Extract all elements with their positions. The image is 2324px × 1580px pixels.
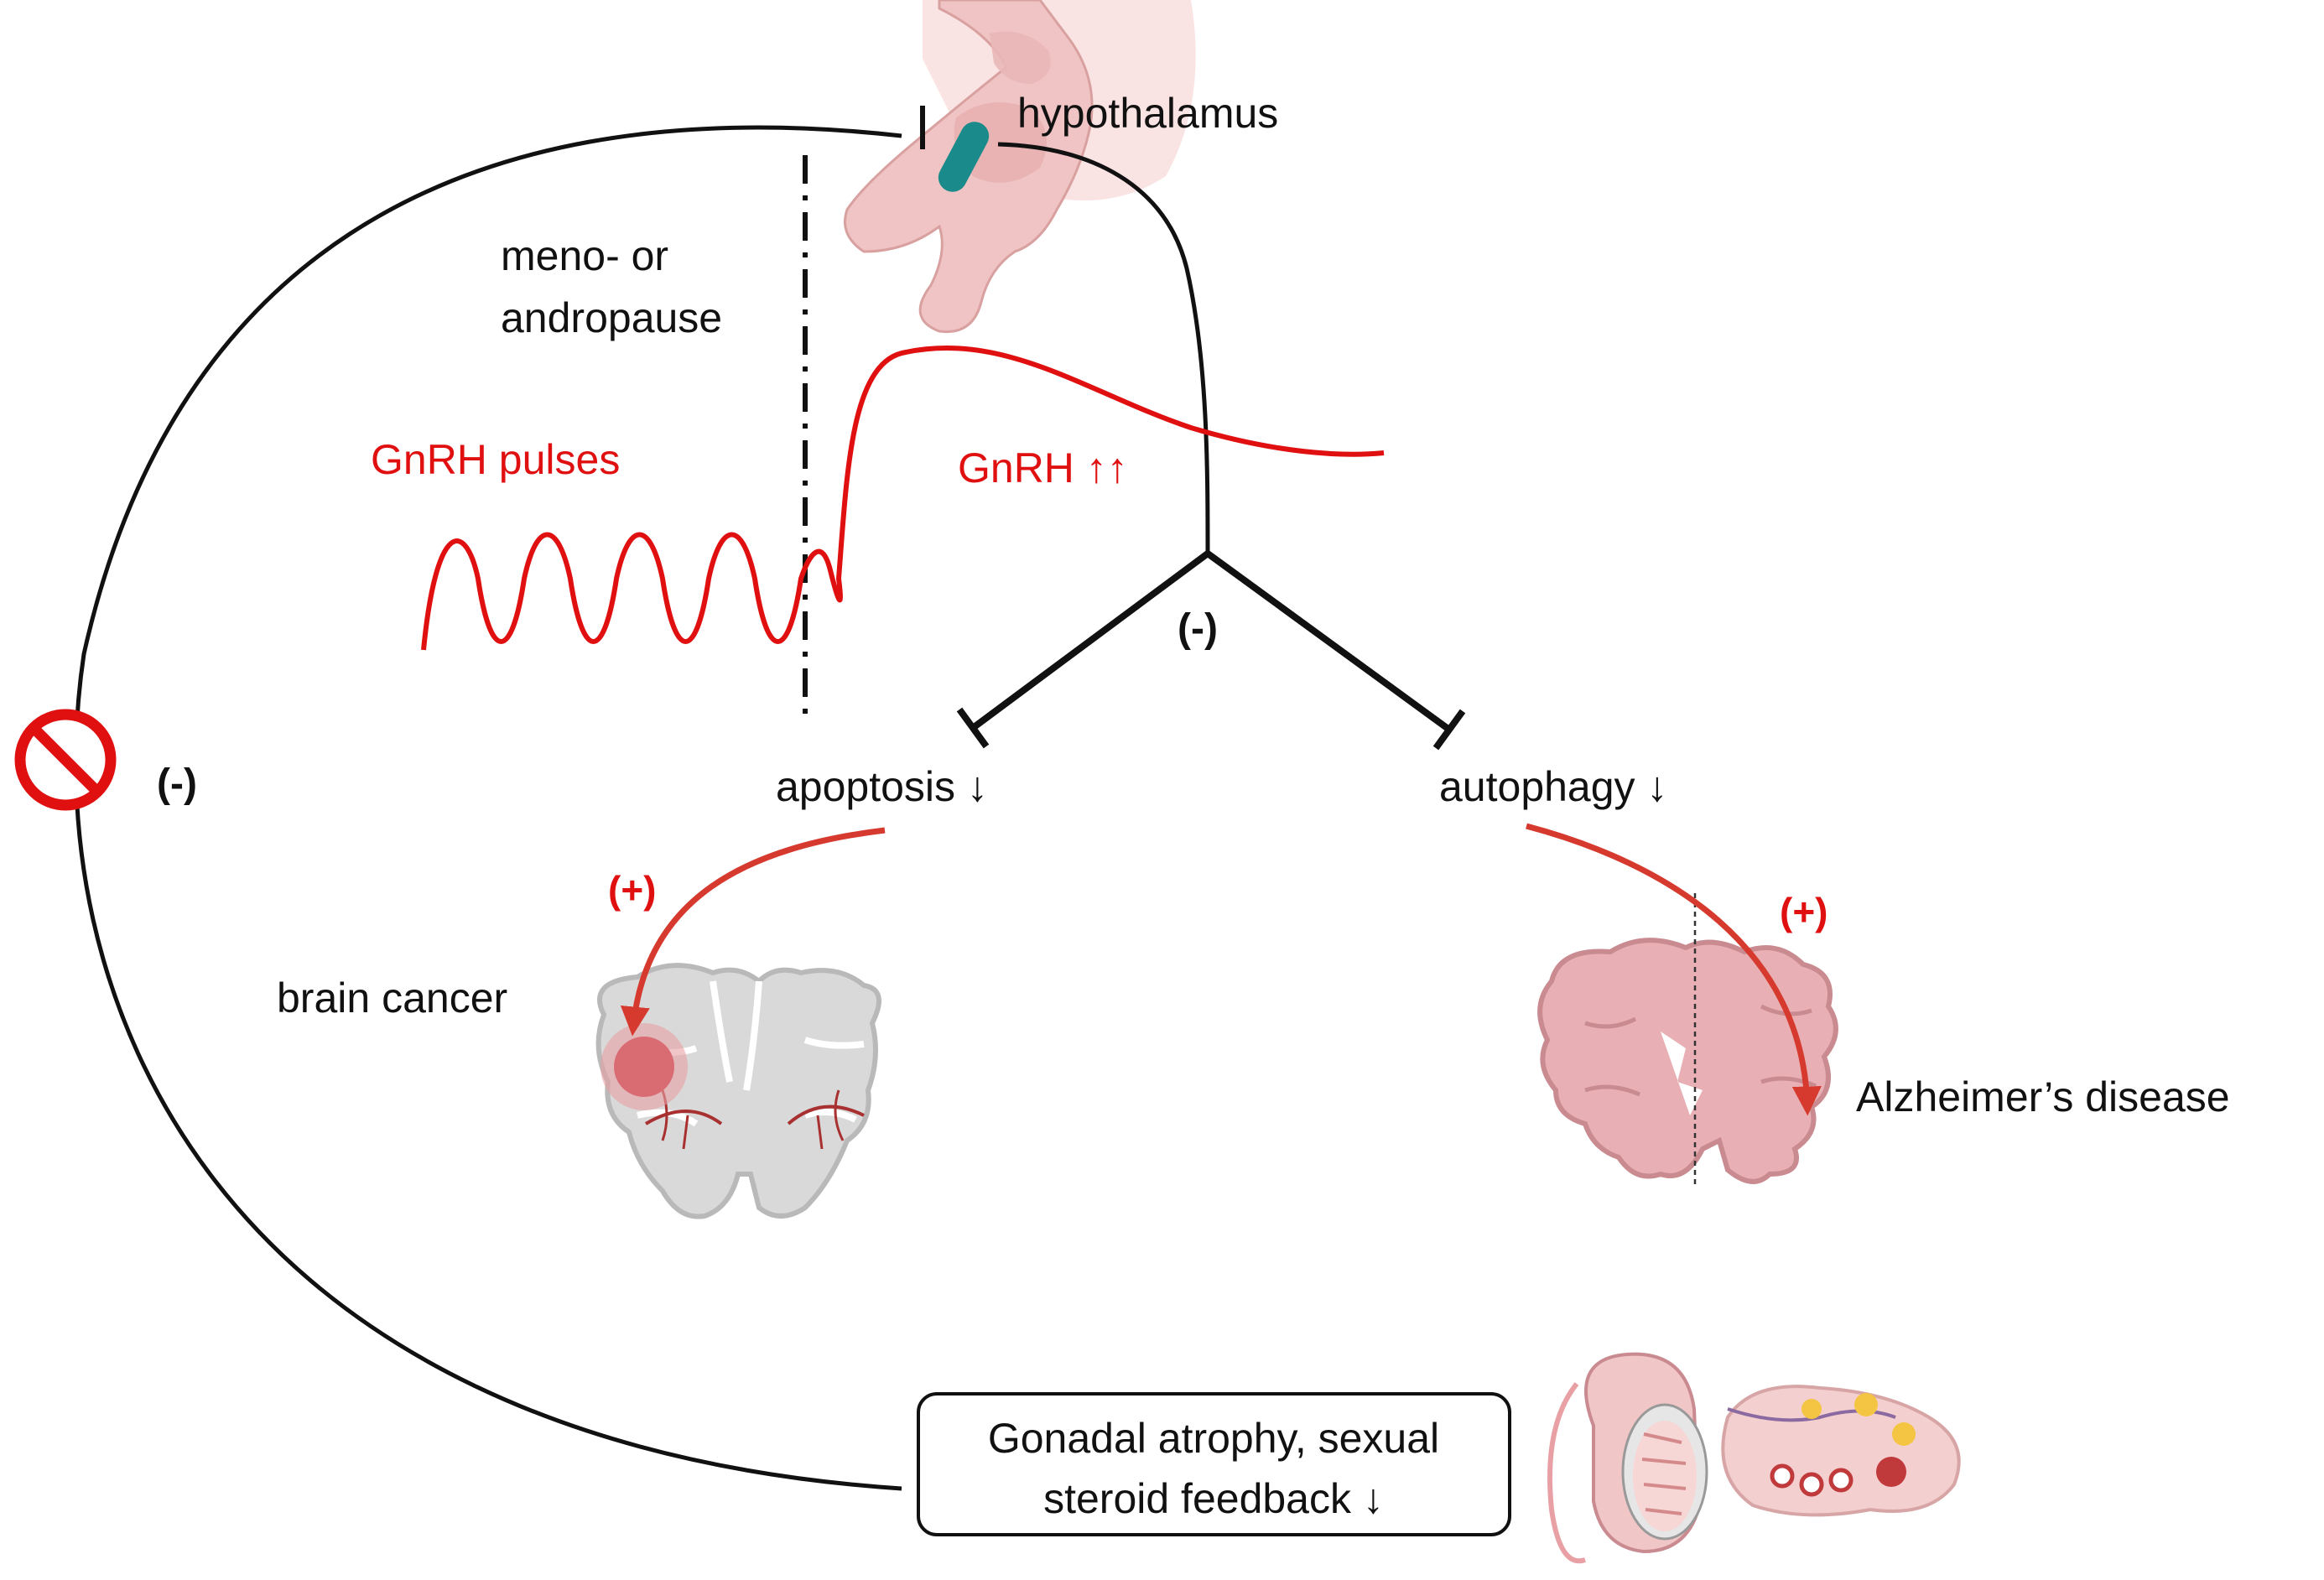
arrow-apoptosis-to-cancer [620,827,886,1037]
branch-to-autophagy [1205,550,1452,733]
inhibition-bar-apoptosis [956,707,990,749]
label-gonadal-line2: steroid feedback ↓ [1043,1475,1384,1522]
label-brain-cancer: brain cancer [277,975,507,1021]
feedback-loop-line [74,125,902,1491]
label-gnrh-high: GnRH ↑↑ [958,444,1128,491]
label-promote-ad: (+) [1780,890,1828,933]
arrow-autophagy-to-ad [1526,823,1822,1116]
prohibited-icon [14,709,117,811]
ovary-illustration [1721,1385,1961,1517]
label-promote-cancer: (+) [608,868,657,912]
branch-to-apoptosis [970,550,1210,731]
label-gnrh-pulses: GnRH pulses [371,436,620,483]
label-hypothalamus: hypothalamus [1017,90,1278,137]
gnrh-neuron-icon [938,122,990,192]
hypothalamus-illustration [844,0,1196,334]
label-inhibit-center: (-) [1178,606,1218,651]
atrophied-brain-illustration [1537,893,1838,1187]
hypothalamus-output-line [997,142,1210,554]
gnrh-pulse-curve [421,346,1385,651]
label-alzheimers: Alzheimer’s disease [1856,1073,2230,1120]
label-apoptosis: apoptosis ↓ [776,763,988,810]
gonadal-atrophy-box [917,1392,1511,1536]
brain-with-tumor-illustration [595,963,881,1219]
label-meno-line1: meno- or [501,232,668,279]
label-meno-line2: andropause [501,294,722,341]
label-gonadal-line1: Gonadal atrophy, sexual [988,1415,1439,1462]
label-inhibit-left: (-) [157,761,197,806]
inhibition-bar-autophagy [1432,709,1466,751]
label-autophagy: autophagy ↓ [1439,763,1667,810]
testis-illustration [1547,1352,1708,1564]
